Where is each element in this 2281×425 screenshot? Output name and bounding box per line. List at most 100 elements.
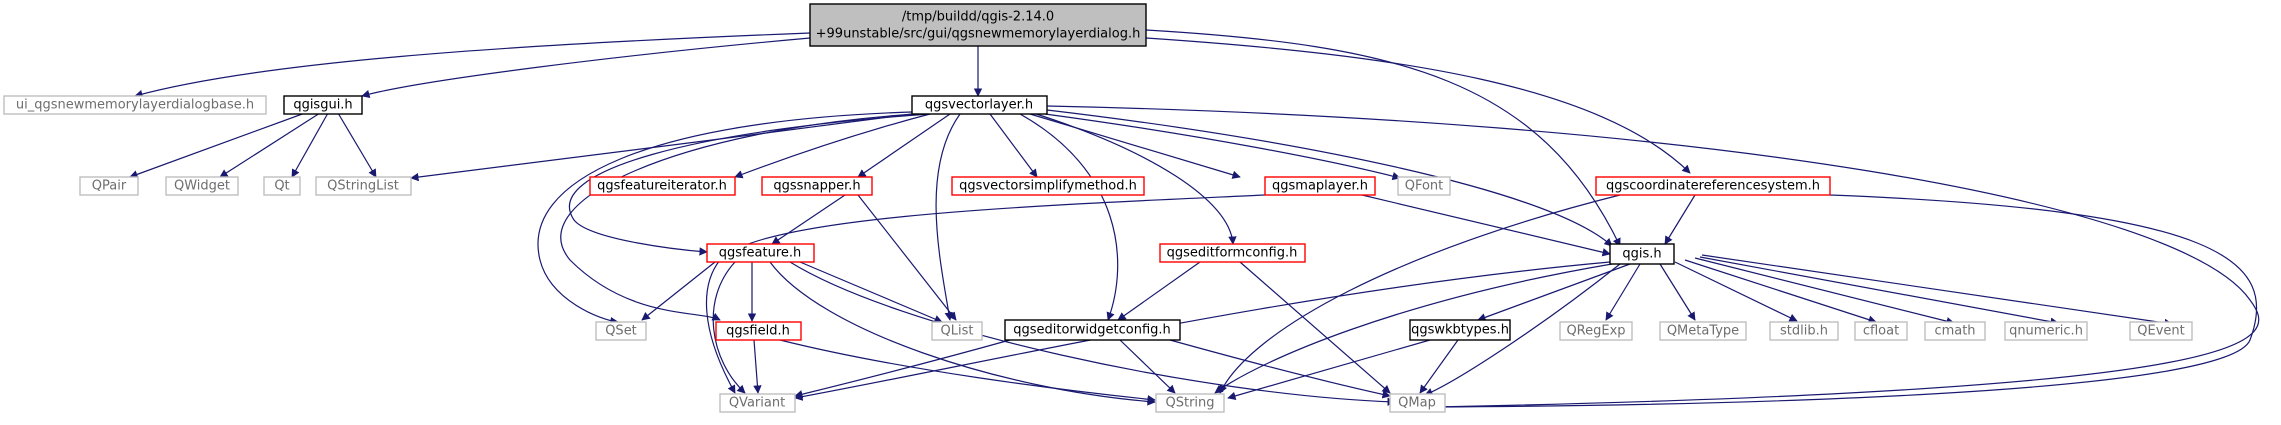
- node-qgssnapper[interactable]: qgssnapper.h: [761, 176, 873, 196]
- node-qwidget: QWidget: [165, 176, 239, 196]
- edge-qgsfeature-qvariant: [712, 261, 746, 394]
- node-qmap: QMap: [1389, 393, 1446, 413]
- edge-root-ui_base: [134, 32, 811, 99]
- edge-qgsmaplayer-qvariant: [705, 194, 1266, 394]
- edge-qgisgui-qwidget: [219, 112, 321, 178]
- edge-vl-qfont: [1044, 113, 1401, 181]
- svg-text:qgis.h: qgis.h: [1622, 247, 1661, 262]
- edge-qgis-qstring: [1214, 263, 1613, 394]
- edge-vl-qgseditformconfig: [1029, 111, 1237, 245]
- edge-vl-qgsfeatureiterator: [734, 113, 931, 179]
- node-cfloat: cfloat: [1854, 321, 1908, 341]
- node-qgseditorwidgetconfig[interactable]: qgseditorwidgetconfig.h: [1004, 319, 1181, 341]
- edge-qgis-stdlib: [1674, 261, 1798, 322]
- node-qgsvectorsimplifymethod[interactable]: qgsvectorsimplifymethod.h: [951, 176, 1145, 196]
- node-qgsfeatureiterator[interactable]: qgsfeatureiterator.h: [589, 176, 736, 196]
- edge-qgisgui-qt: [291, 112, 329, 178]
- node-qpair: QPair: [79, 176, 139, 196]
- edge-qgscrs-qstring: [1219, 194, 1621, 394]
- node-qregexp: QRegExp: [1559, 321, 1633, 341]
- edge-qgsfield-qvariant: [753, 339, 762, 394]
- edge-qgssnapper-qgsfeature: [771, 194, 846, 245]
- edge-qgsfeature-qmap: [789, 261, 1396, 406]
- svg-text:QVariant: QVariant: [729, 396, 785, 411]
- svg-text:QString: QString: [1165, 396, 1214, 411]
- edge-qgis-qregexp: [1605, 263, 1641, 321]
- node-qset: QSet: [595, 321, 647, 341]
- svg-text:QStringList: QStringList: [327, 179, 399, 194]
- edge-vl-qgsfield: [560, 113, 916, 321]
- edge-qgswkbtypes-qmap: [1419, 339, 1459, 394]
- edge-qgisgui-qpair: [129, 112, 306, 179]
- edge-vl-qgsmaplayer: [1029, 113, 1241, 179]
- node-qgisgui[interactable]: qgisgui.h: [283, 95, 363, 115]
- edge-qgseditorwidgetconfig-qstring: [1119, 339, 1176, 394]
- svg-text:qgseditformconfig.h: qgseditformconfig.h: [1167, 246, 1298, 261]
- edge-qgis-cfloat: [1684, 259, 1877, 324]
- node-qstring: QString: [1155, 393, 1225, 413]
- edge-qgscrs-qmap: [1434, 194, 2258, 412]
- svg-text:QFont: QFont: [1405, 179, 1444, 194]
- svg-text:qgsvectorlayer.h: qgsvectorlayer.h: [925, 98, 1033, 113]
- root-path-line1: /tmp/buildd/qgis-2.14.0: [902, 10, 1054, 25]
- node-qgsfeature[interactable]: qgsfeature.h: [706, 243, 815, 263]
- node-qgscoordinatereferencesystem[interactable]: qgscoordinatereferencesystem.h: [1595, 176, 1831, 196]
- svg-text:qgsfield.h: qgsfield.h: [726, 324, 790, 339]
- svg-text:QList: QList: [941, 324, 974, 339]
- svg-text:qnumeric.h: qnumeric.h: [2009, 324, 2083, 339]
- svg-text:cmath: cmath: [1934, 324, 1975, 339]
- node-qnumeric: qnumeric.h: [2004, 321, 2088, 341]
- svg-text:QRegExp: QRegExp: [1566, 324, 1625, 339]
- edge-vl-qgsfeature: [568, 113, 931, 256]
- edge-vl-qmap: [1046, 105, 2260, 412]
- edge-vl-qstringlist: [410, 113, 913, 182]
- svg-text:cfloat: cfloat: [1863, 324, 1899, 339]
- node-qt: Qt: [263, 176, 301, 196]
- edge-qgsfield-qstring: [779, 339, 1156, 404]
- edge-qgisgui-qstringlist: [337, 112, 377, 178]
- node-qgsfield[interactable]: qgsfield.h: [715, 321, 802, 341]
- svg-text:QWidget: QWidget: [174, 179, 230, 194]
- edge-qgswkbtypes-qstring: [1227, 339, 1431, 400]
- node-qgis[interactable]: qgis.h: [1609, 243, 1675, 265]
- svg-text:qgsvectorsimplifymethod.h: qgsvectorsimplifymethod.h: [959, 179, 1137, 194]
- node-root-file[interactable]: /tmp/buildd/qgis-2.14.0 +99unstable/src/…: [809, 3, 1147, 47]
- root-path-line2: +99unstable/src/gui/qgsnewmemorylayerdia…: [816, 27, 1141, 42]
- edge-root-qgisgui: [361, 37, 811, 99]
- node-qgseditformconfig[interactable]: qgseditformconfig.h: [1159, 243, 1306, 263]
- edge-qgssnapper-qlist: [857, 194, 957, 321]
- edge-qgis-qmetatype: [1659, 263, 1696, 321]
- edge-vl-qset: [537, 111, 913, 326]
- node-qgsvectorlayer[interactable]: qgsvectorlayer.h: [911, 95, 1048, 115]
- svg-text:QPair: QPair: [92, 179, 127, 194]
- edge-vl-qlist: [935, 113, 961, 321]
- svg-text:QEvent: QEvent: [2137, 324, 2184, 339]
- node-qfont: QFont: [1397, 176, 1451, 196]
- node-qvariant: QVariant: [719, 393, 796, 413]
- edge-vl-qgssnapper: [857, 113, 951, 178]
- edge-qgsfeature-qstring: [769, 261, 1156, 406]
- edge-qgseditorwidgetconfig-qvariant: [794, 339, 1011, 399]
- node-qevent: QEvent: [2129, 321, 2193, 341]
- edge-qgis-qnumeric: [1699, 256, 2059, 326]
- svg-text:ui_qgsnewmemorylayerdialogbase: ui_qgsnewmemorylayerdialogbase.h: [16, 98, 254, 113]
- edge-qgsfeature-qlist: [799, 261, 943, 323]
- node-ui-qgsnewmemorylayerdialogbase: ui_qgsnewmemorylayerdialogbase.h: [3, 95, 267, 115]
- edge-root-qgis: [1145, 29, 1621, 247]
- node-cmath: cmath: [1924, 321, 1986, 341]
- svg-text:qgsfeature.h: qgsfeature.h: [719, 246, 802, 261]
- node-qstringlist: QStringList: [315, 176, 412, 196]
- svg-text:qgseditorwidgetconfig.h: qgseditorwidgetconfig.h: [1013, 323, 1171, 338]
- node-qgswkbtypes[interactable]: qgswkbtypes.h: [1409, 319, 1511, 341]
- edge-qgseditformconfig-qmap: [1239, 261, 1391, 394]
- edge-vl-qgis: [1046, 109, 1613, 247]
- node-qgsmaplayer[interactable]: qgsmaplayer.h: [1264, 176, 1376, 196]
- graph-edges: [129, 29, 2260, 412]
- edge-qgseditformconfig-qgseditorwidgetconfig: [1117, 261, 1201, 321]
- edge-qgis-qevent: [1701, 254, 2173, 328]
- graph-nodes: /tmp/buildd/qgis-2.14.0 +99unstable/src/…: [3, 3, 2193, 413]
- edge-vl-qgseditorwidgetconfig: [1019, 113, 1119, 321]
- svg-text:QSet: QSet: [605, 324, 637, 339]
- edge-qgsfeature-qset: [641, 261, 716, 321]
